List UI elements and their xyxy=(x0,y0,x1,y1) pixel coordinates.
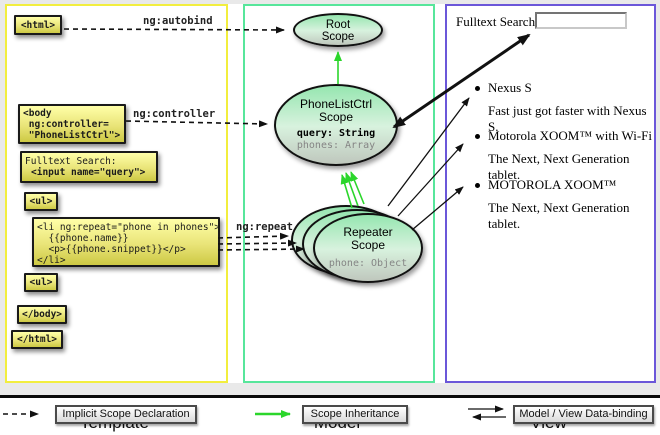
panels-background xyxy=(5,4,656,383)
legend-model-view-data-binding: Model / View Data-binding xyxy=(513,405,654,424)
code-box-body-close: </body> xyxy=(17,305,67,324)
fulltext-label-code: Fulltext Search: xyxy=(25,156,117,167)
ng-controller-label: ng:controller xyxy=(133,108,216,120)
query-property: query: String xyxy=(296,128,376,139)
repeater-scope-title: Repeater Scope xyxy=(343,225,393,252)
root-scope-ellipse: Root Scope xyxy=(293,13,383,47)
root-scope-title: Root Scope xyxy=(321,19,355,43)
code-box-html-close: </html> xyxy=(11,330,63,349)
phone-name: Motorola XOOM™ with Wi-Fi xyxy=(488,128,653,143)
list-bullet xyxy=(475,86,480,91)
phone-property: phone: Object xyxy=(328,258,408,269)
fulltext-search-input[interactable] xyxy=(535,12,627,29)
phones-property: phones: Array xyxy=(296,140,376,151)
model-panel xyxy=(243,4,435,383)
code-box-fulltext-search: Fulltext Search:<input name="query"> xyxy=(20,151,158,183)
list-bullet xyxy=(475,134,480,139)
input-tag-code: <input name="query"> xyxy=(31,167,146,178)
legend-separator-line xyxy=(0,395,660,398)
legend-scope-inheritance: Scope Inheritance xyxy=(302,405,408,424)
phonelistctrl-scope-ellipse: PhoneListCtrl Scope query: String phones… xyxy=(274,84,398,166)
code-box-ul-close: <ul> xyxy=(24,273,58,292)
code-box-ul-open: <ul> xyxy=(24,192,58,211)
template-panel xyxy=(5,4,228,383)
list-bullet xyxy=(475,183,480,188)
phone-snippet: The Next, Next Generation tablet. xyxy=(488,200,630,231)
phonelistctrl-scope-title: PhoneListCtrl Scope xyxy=(299,97,373,124)
code-box-html-open: <html> xyxy=(14,15,62,35)
phone-snippet: The Next, Next Generation tablet. xyxy=(488,151,630,182)
phone-name: Nexus S xyxy=(488,80,532,95)
code-box-body-open: <body ng:controller= "PhoneListCtrl"> xyxy=(18,104,126,144)
ng-repeat-label: ng:repeat xyxy=(236,221,293,233)
legend-implicit-scope-declaration: Implicit Scope Declaration xyxy=(55,405,197,424)
repeater-scope-ellipse-front: Repeater Scope phone: Object xyxy=(313,213,423,283)
ng-autobind-label: ng:autobind xyxy=(143,15,213,27)
view-panel xyxy=(445,4,656,383)
fulltext-search-label: Fulltext Search: xyxy=(456,14,539,29)
phone-name: MOTOROLA XOOM™ xyxy=(488,177,617,192)
code-box-li-repeat: <li ng:repeat="phone in phones"> {{phone… xyxy=(32,217,220,267)
